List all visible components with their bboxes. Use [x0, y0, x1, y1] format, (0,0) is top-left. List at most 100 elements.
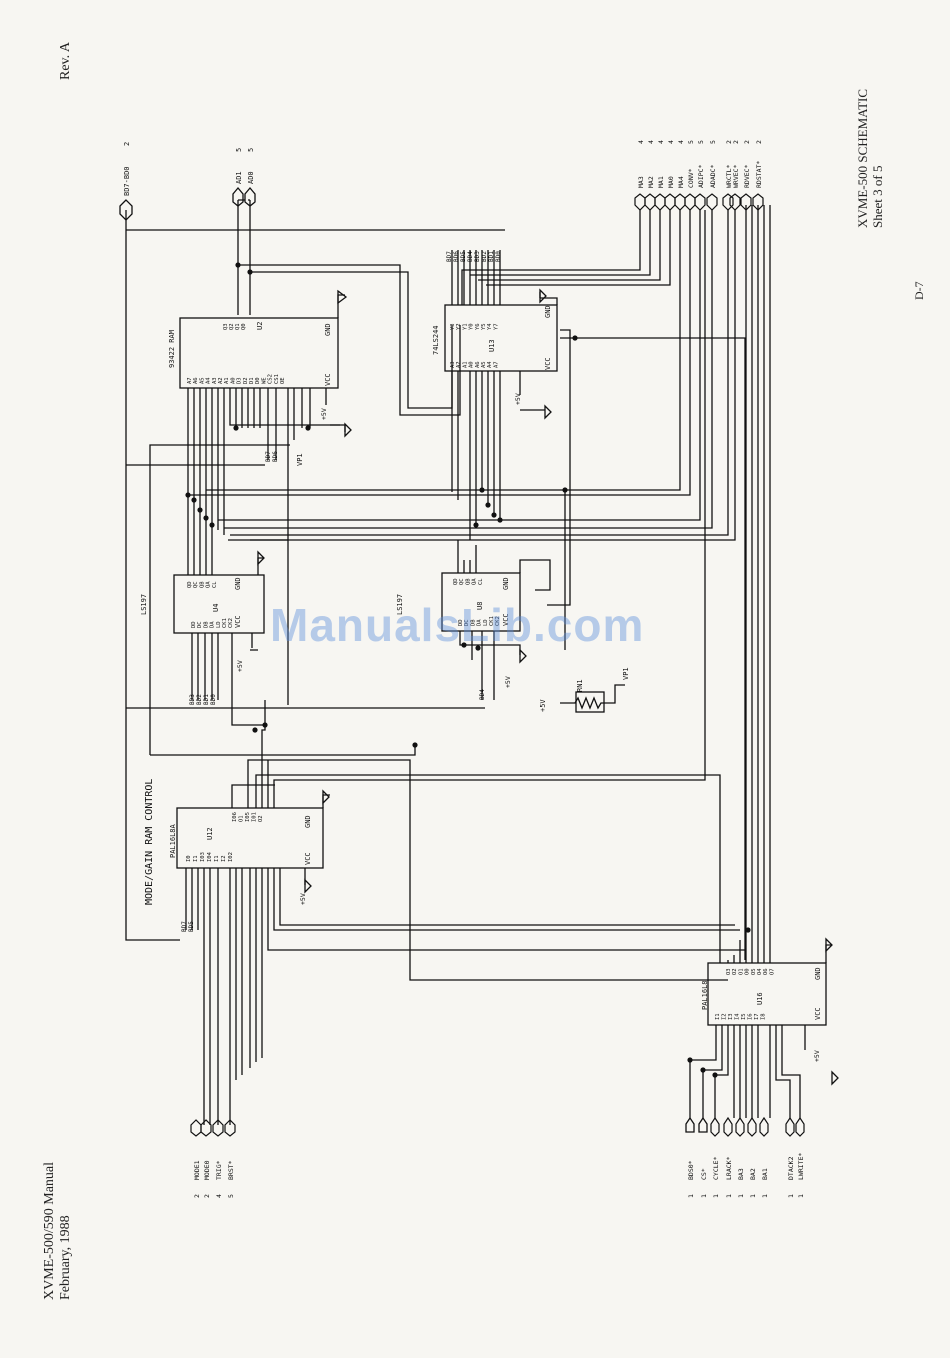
net-sheet-right-3: 4 — [667, 140, 675, 144]
u12-pin-left-1: I1 — [193, 855, 199, 862]
net-label-right-0: MA3 — [637, 176, 645, 188]
net-sheet-right-8: 2 — [725, 140, 733, 144]
net-connector-right-6 — [694, 193, 706, 211]
net-sheet-right-10: 2 — [743, 140, 751, 144]
u13-pin-right-2: Y1 — [462, 323, 468, 330]
u4-bd-label-0: BD3 — [189, 694, 196, 705]
u8-pin-bottom-3: DA — [477, 619, 483, 626]
net-sheet-right-11: 2 — [755, 140, 763, 144]
power-label-1: +5V — [514, 393, 522, 405]
net-sheet-bottom-right-1: 1 — [700, 1194, 708, 1198]
net-sheet-bottom-left-1: 2 — [203, 1194, 211, 1198]
net-label-top-0: AD1 — [235, 171, 243, 184]
u4-part-label: LS197 — [140, 594, 148, 615]
u8-bd4-label: BD4 — [479, 689, 486, 700]
net-label-bottom-right-8: LWRITE* — [797, 1153, 805, 1180]
u4-pin-bottom-6: CK2 — [228, 618, 234, 628]
u12-bd7-label: BD7 — [181, 921, 188, 932]
net-label-right-4: MA4 — [677, 176, 685, 188]
net-sheet-bottom-left-2: 4 — [215, 1194, 223, 1198]
u4-pin-bottom-5: CK1 — [222, 618, 228, 628]
power-label-4: +5V — [299, 893, 307, 905]
u13-bd-label-0: BD7 — [446, 251, 453, 262]
u13-gnd-label: GND — [544, 305, 552, 318]
u16-ref-label: U16 — [756, 992, 764, 1005]
u13-pin-right-5: Y5 — [481, 323, 487, 330]
net-connector-bottom-left-3 — [224, 1119, 236, 1137]
u8-pin-bottom-6: CK2 — [495, 616, 501, 626]
net-sheet-right-4: 4 — [677, 140, 685, 144]
u12-gnd-label: GND — [304, 815, 312, 828]
u16-gnd-label: GND — [814, 967, 822, 980]
u12-pin-left-4: I1 — [214, 855, 220, 862]
net-connector-right-8 — [722, 193, 734, 211]
u16-pin-top-6: O6 — [763, 968, 769, 975]
u8-ref-label: U8 — [476, 602, 484, 610]
u2-pin-left-4: A3 — [212, 377, 218, 384]
net-connector-bottom-left-1 — [200, 1119, 212, 1137]
u12-bd5-label: BD5 — [188, 921, 195, 932]
u2-pin-left-7: A0 — [230, 377, 236, 384]
u13-pin-left-2: A1 — [462, 361, 468, 368]
net-label-bottom-right-7: DTACK2 — [787, 1156, 795, 1180]
u13-pin-right-6: Y4 — [487, 323, 493, 330]
u2-pin-left-13: CS2 — [268, 374, 274, 384]
net-sheet-right-0: 4 — [637, 140, 645, 144]
net-connector-right-2 — [654, 193, 666, 211]
u8-pin-top-0: QD — [453, 578, 459, 585]
net-connector-right-5 — [684, 193, 696, 211]
net-sheet-right-6: 5 — [697, 140, 705, 144]
net-connector-bottom-left-0 — [190, 1119, 202, 1137]
net-connector-bottom-right-6 — [759, 1116, 769, 1137]
u16-pin-bottom-2: I3 — [728, 1013, 734, 1020]
watermark: ManualsLib.com — [270, 599, 645, 651]
u2-bd7-label: BD7 — [265, 451, 272, 462]
net-label-bottom-left-0: MODE1 — [193, 1160, 201, 1180]
u2-pin-left-10: D1 — [249, 377, 255, 384]
u16-pin-top-7: O7 — [769, 968, 775, 975]
u13-pin-right-4: Y6 — [475, 323, 481, 330]
net-sheet-bottom-left-0: 2 — [193, 1194, 201, 1198]
u13-bd-label-5: BD2 — [481, 251, 488, 262]
u4-vcc-label: VCC — [234, 615, 242, 628]
u4-pin-top-3: QA — [206, 581, 212, 588]
net-sheet-bottom-right-3: 1 — [725, 1194, 733, 1198]
u8-pin-top-3: QA — [472, 578, 478, 585]
net-label-right-8: WRCTL* — [725, 164, 733, 188]
u2-pin-right-2: Q1 — [235, 323, 241, 330]
u12-pin-left-3: I04 — [207, 851, 213, 862]
u8-pin-bottom-4: LD — [483, 619, 489, 626]
net-connector-bottom-right-8 — [795, 1116, 805, 1137]
u16-pin-bottom-7: I8 — [761, 1013, 767, 1020]
net-label-right-1: MA2 — [647, 176, 655, 188]
net-sheet-right-1: 4 — [647, 140, 655, 144]
net-connector-right-0 — [634, 193, 646, 211]
vp1-label: VP1 — [296, 453, 304, 466]
u12-pin-left-0: I0 — [186, 855, 192, 862]
rn1-right-label: VP1 — [622, 667, 630, 680]
u13-bd-label-1: BD6 — [453, 251, 460, 262]
u2-pin-left-5: A2 — [218, 377, 224, 384]
bus-top-sheet: 2 — [123, 142, 131, 146]
power-label-2: +5V — [236, 660, 244, 672]
u13-pin-left-7: A7 — [493, 361, 499, 368]
u12-vcc-label: VCC — [304, 852, 312, 865]
net-connector-right-7 — [706, 193, 718, 211]
net-label-right-11: RDSTAT* — [755, 161, 763, 188]
u12-pin-right-2: I05 — [245, 812, 251, 822]
net-sheet-bottom-right-7: 1 — [787, 1194, 795, 1198]
net-label-right-9: WRVEC* — [732, 164, 740, 188]
u2-pin-right-3: Q0 — [241, 323, 247, 330]
u2-vcc-label: VCC — [324, 373, 332, 386]
u2-pin-left-6: A1 — [224, 377, 230, 384]
u13-pin-left-0: A3 — [450, 361, 456, 368]
net-label-bottom-right-4: BA3 — [737, 1168, 745, 1180]
u8-gnd-label: GND — [502, 577, 510, 590]
net-sheet-bottom-left-3: 5 — [227, 1194, 235, 1198]
net-label-bottom-left-3: BRST* — [227, 1160, 235, 1180]
u13-pin-right-1: Y2 — [456, 323, 462, 330]
net-sheet-top-0: 5 — [235, 148, 243, 152]
u12-pin-left-5: I2 — [221, 855, 227, 862]
net-sheet-bottom-right-8: 1 — [797, 1194, 805, 1198]
net-connector-right-1 — [644, 193, 656, 211]
